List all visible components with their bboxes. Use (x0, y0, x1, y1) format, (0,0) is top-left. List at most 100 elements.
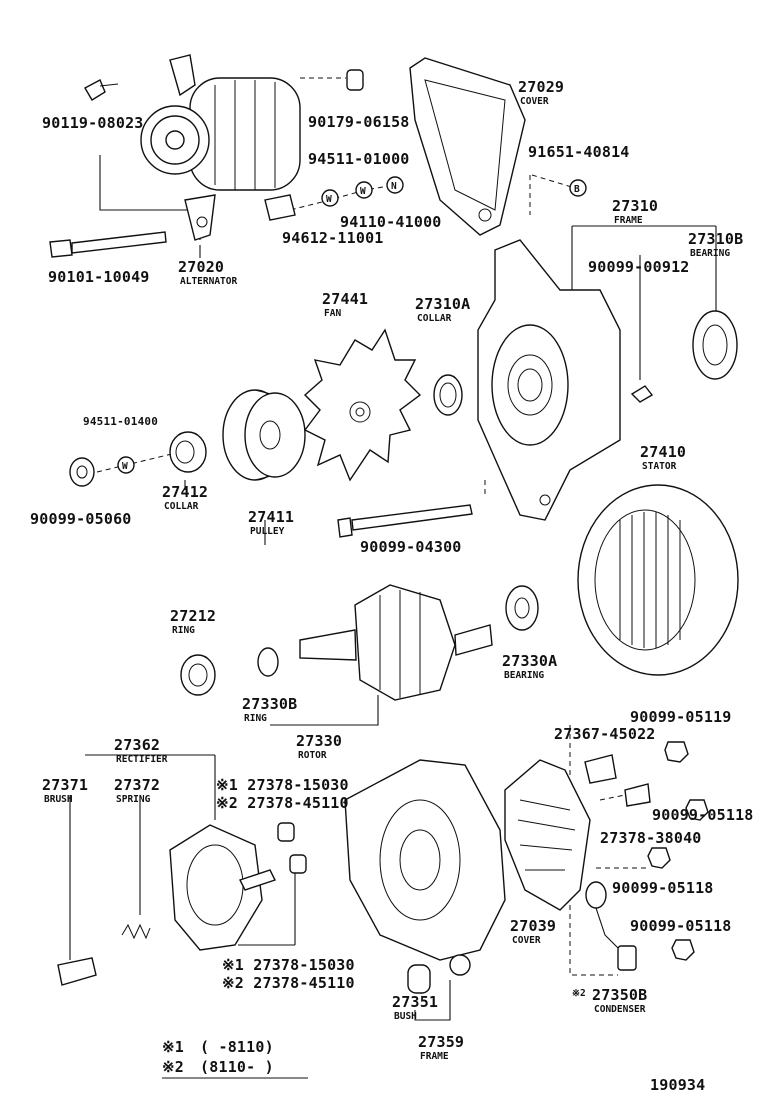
part-label: 90119-08023 (42, 114, 144, 132)
part-number: 27330A (502, 652, 557, 670)
part-number: 90119-08023 (42, 114, 144, 132)
cover-27029 (409, 57, 526, 236)
bearing-27310b (692, 310, 738, 380)
part-number: ※2 27378-45110 (216, 794, 349, 812)
bearing-27330a (505, 585, 539, 631)
part-number: 27029 (518, 78, 564, 96)
part-name: BRUSH (44, 794, 73, 805)
alternator-assembly (140, 54, 301, 241)
part-number: 27410 (640, 443, 686, 461)
frame-27310 (477, 239, 621, 521)
nut-90099-05060 (69, 457, 95, 487)
part-name: ROTOR (298, 750, 327, 761)
spring-27372 (121, 923, 151, 940)
part-number: 94511-01000 (308, 150, 410, 168)
part-number: 90099-00912 (588, 258, 690, 276)
part-number: 27212 (170, 607, 216, 625)
part-label: 90101-10049 (48, 268, 150, 286)
part-number: 27362 (114, 736, 160, 754)
part-number: ※1 27378-15030 (222, 956, 355, 974)
part-prefix: ※2 (572, 988, 586, 999)
part-number: 94110-41000 (340, 213, 442, 231)
part-number: 27371 (42, 776, 88, 794)
long-bolt-90101 (49, 231, 167, 258)
part-number: 27039 (510, 917, 556, 935)
collar-27412 (169, 431, 207, 473)
legend-range-2: (8110- ) (200, 1058, 274, 1076)
part-name: FRAME (614, 215, 643, 226)
part-label: 91651-40814 (528, 143, 629, 161)
rectifier-frame-27359 (344, 759, 506, 976)
ring-27212 (180, 654, 216, 696)
part-label: 90179-06158 (308, 113, 409, 131)
part-name: FAN (324, 308, 341, 319)
pulley-27411 (222, 389, 306, 481)
brush-holder (169, 824, 276, 951)
part-number: 27310 (612, 197, 658, 215)
part-number: 90099-04300 (360, 538, 462, 556)
part-name: COLLAR (417, 313, 452, 324)
through-bolt-90099-04300 (337, 504, 473, 538)
part-number: 27359 (418, 1033, 464, 1051)
part-name: RECTIFIER (116, 754, 168, 765)
part-number: 27411 (248, 508, 294, 526)
part-name: BEARING (504, 670, 544, 681)
part-name: COVER (512, 935, 541, 946)
condenser-27350b (585, 881, 637, 971)
washers: W W N B W (117, 176, 587, 474)
part-number: 90099-05118 (612, 879, 714, 897)
part-number: 90099-05119 (630, 708, 732, 726)
part-number: 27310A (415, 295, 470, 313)
part-number: 27367-45022 (554, 725, 656, 743)
part-number: 94511-01400 (83, 415, 158, 428)
part-number: 27020 (178, 258, 224, 276)
rotor-27330 (299, 584, 493, 701)
part-label: 94511-01000 (308, 150, 410, 168)
part-label: 27367-45022 (554, 725, 656, 743)
part-number: 90099-05060 (30, 510, 132, 528)
part-number: ※1 27378-15030 (216, 776, 349, 794)
part-label: 94511-01400 (83, 415, 158, 428)
legend-range-1: ( -8110) (200, 1038, 274, 1056)
collar-27310a (433, 374, 463, 416)
part-number: 94612-11001 (282, 229, 384, 247)
washer-w-mark: W (122, 461, 128, 472)
washer-w-mark: W (360, 186, 366, 197)
ring-27330b (257, 647, 279, 677)
brush-27371 (57, 957, 97, 986)
legend-mark-2: ※2 (162, 1058, 184, 1076)
part-number: 27330B (242, 695, 297, 713)
part-number: 90101-10049 (48, 268, 150, 286)
part-number: 27351 (392, 993, 438, 1011)
stator-27410 (577, 484, 739, 676)
part-number: 27441 (322, 290, 368, 308)
part-name: COLLAR (164, 501, 199, 512)
part-name: RING (172, 625, 195, 636)
part-label: 90099-00912 (588, 258, 690, 276)
part-number: 27372 (114, 776, 160, 794)
washer-w-mark: W (326, 194, 332, 205)
part-name: BUSH (394, 1011, 417, 1022)
part-name: COVER (520, 96, 549, 107)
part-number: 27412 (162, 483, 208, 501)
part-label: 90099-05119 (630, 708, 732, 726)
part-name: RING (244, 713, 267, 724)
part-label: ※1 27378-15030 (222, 956, 355, 974)
part-label: 90099-04300 (360, 538, 462, 556)
part-name: CONDENSER (594, 1004, 646, 1015)
part-name: SPRING (116, 794, 151, 805)
